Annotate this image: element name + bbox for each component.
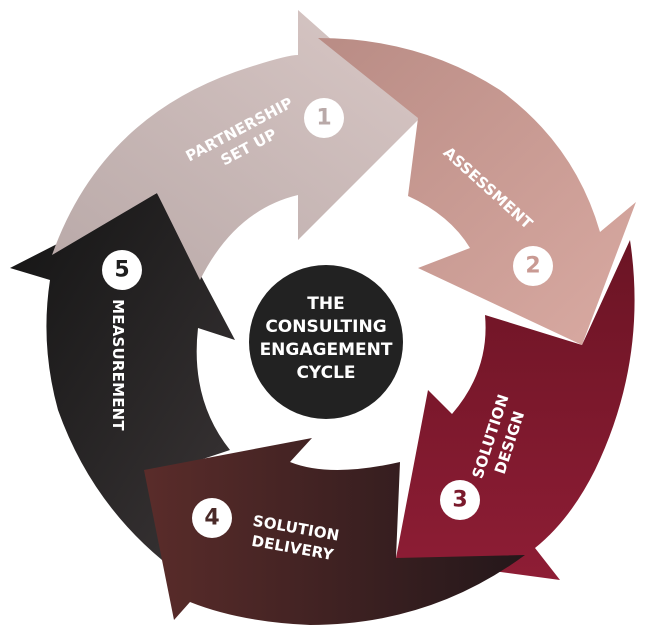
stage-1-number: 1 [316, 106, 331, 131]
center-title-line-3: ENGAGEMENT [260, 340, 393, 360]
stage-4-number-badge [192, 498, 232, 538]
stage-2-number: 2 [525, 254, 540, 279]
stage-5-label: MEASUREMENT [109, 299, 127, 431]
stage-5-number: 5 [114, 258, 129, 283]
stage-4-number: 4 [204, 506, 219, 531]
stage-4-arrow [144, 438, 525, 625]
center-title-line-2: CONSULTING [265, 317, 386, 337]
stage-3-number: 3 [452, 488, 467, 513]
stage-5-arrow [10, 193, 235, 560]
stage-5-label-line-1: MEASUREMENT [109, 299, 127, 431]
stage-1-arrow [52, 10, 420, 280]
stage-2-arrow [318, 38, 636, 345]
stage-3-number-badge [440, 480, 480, 520]
stage-5-number-badge [102, 250, 142, 290]
center-title-line-4: CYCLE [296, 363, 355, 383]
center-circle [249, 265, 403, 419]
stage-1-number-badge [304, 98, 344, 138]
center-title-line-1: THE [307, 294, 344, 314]
stage-2-number-badge [513, 246, 553, 286]
